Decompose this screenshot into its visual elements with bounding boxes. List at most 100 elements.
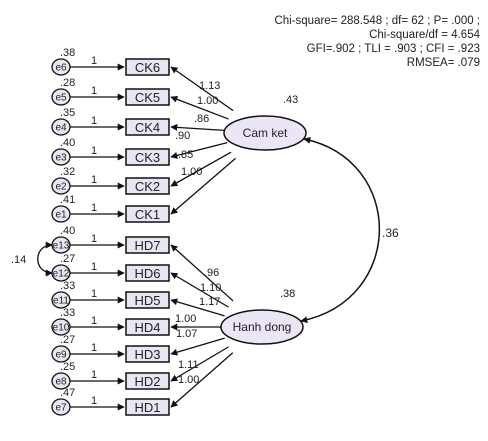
loading-path-ck6: [170, 66, 234, 112]
indicator-box-ck4: [125, 118, 170, 136]
indicator-box-ck6: [125, 58, 170, 76]
error-variance-e12: .27: [60, 253, 75, 265]
error-variance-e5: .28: [60, 77, 75, 89]
error-node-e12: [51, 264, 71, 282]
error-node-e4: [51, 118, 71, 136]
latent-node-hanhdong: [220, 309, 304, 345]
loading-value-ck4: .86: [194, 113, 209, 125]
indicator-box-ck2: [125, 177, 170, 195]
fit-line-chi-df: Chi-square/df = 4.654: [369, 29, 480, 41]
error-variance-e1: .41: [60, 194, 75, 206]
error-node-e11: [51, 291, 71, 309]
error-label-e4: e4: [55, 123, 67, 134]
error-node-e6: [51, 58, 71, 76]
fit-statistics: Chi-square= 288.548 ; df= 62 ; P= .000 ;…: [250, 14, 480, 70]
error-label-e12: e12: [53, 269, 70, 280]
error-variance-e3: .40: [60, 137, 75, 149]
fixed-weight-ck1: 1: [91, 202, 97, 214]
error-label-e3: e3: [55, 153, 67, 164]
fixed-weight-ck5: 1: [91, 85, 97, 97]
fixed-weight-hd5: 1: [91, 288, 97, 300]
loading-value-hd4: 1.00: [175, 313, 196, 325]
loading-value-ck5: 1.00: [197, 95, 218, 107]
indicator-label-hd5: HD5: [134, 293, 160, 308]
error-variance-e4: .35: [60, 107, 75, 119]
fixed-weight-hd6: 1: [91, 261, 97, 273]
loading-path-hd1: [170, 352, 234, 408]
loading-value-ck1: 1.00: [181, 166, 202, 178]
indicator-label-hd3: HD3: [134, 347, 160, 362]
loading-path-hd6: [170, 272, 229, 308]
loading-path-ck3: [170, 142, 228, 159]
loading-value-ck3: .90: [175, 130, 190, 142]
error-variance-e8: .25: [60, 361, 75, 373]
error-node-e10: [51, 318, 71, 336]
error-label-e2: e2: [55, 182, 67, 193]
indicator-label-hd7: HD7: [134, 238, 160, 253]
loading-path-hd5: [170, 298, 225, 317]
latent-variance-camket: .43: [283, 94, 298, 106]
error-label-e13: e13: [53, 241, 70, 252]
error-covariance-value: .14: [11, 254, 26, 266]
indicator-label-ck4: CK4: [135, 120, 160, 135]
loading-path-hd3: [170, 337, 225, 356]
loading-value-hd6: 1.10: [200, 282, 221, 294]
error-variance-e10: .33: [60, 307, 75, 319]
fixed-weight-ck2: 1: [91, 174, 97, 186]
fit-line-gfi-tli-cfi: GFI=.902 ; TLI = .903 ; CFI = .923: [306, 43, 480, 55]
indicator-label-hd4: HD4: [134, 320, 160, 335]
fixed-weight-hd4: 1: [91, 315, 97, 327]
indicator-box-hd6: [125, 264, 170, 282]
error-covariance-path: [37, 241, 53, 277]
loading-value-hd7: .96: [204, 267, 219, 279]
error-variance-e7: .47: [60, 387, 75, 399]
loading-value-hd5: 1.17: [199, 296, 220, 308]
error-label-e11: e11: [53, 296, 69, 307]
error-label-e10: e10: [53, 323, 70, 334]
error-node-e8: [51, 372, 71, 390]
fixed-weight-ck6: 1: [91, 55, 97, 67]
indicator-label-ck1: CK1: [135, 207, 160, 222]
indicator-label-ck5: CK5: [135, 90, 160, 105]
indicator-box-hd7: [125, 236, 170, 254]
error-node-e5: [51, 88, 71, 106]
loading-path-ck4: [170, 123, 227, 132]
loading-value-hd1: 1.00: [178, 374, 199, 386]
latent-label-hanhdong: Hanh dong: [233, 320, 292, 334]
error-node-e2: [51, 177, 71, 195]
error-variance-e2: .32: [60, 166, 75, 178]
loading-path-ck1: [170, 157, 236, 215]
error-variance-e6: .38: [60, 47, 75, 59]
error-node-e7: [51, 398, 71, 416]
error-label-e7: e7: [55, 403, 67, 414]
indicator-box-hd1: [125, 398, 170, 416]
error-label-e5: e5: [55, 93, 67, 104]
indicator-box-ck5: [125, 88, 170, 106]
error-label-e9: e9: [55, 350, 67, 361]
latent-variance-hanhdong: .38: [280, 288, 295, 300]
fixed-weight-hd2: 1: [91, 369, 97, 381]
indicator-box-hd2: [125, 372, 170, 390]
latent-covariance-path: [300, 136, 380, 324]
loading-value-hd3: 1.07: [176, 328, 197, 340]
indicator-label-hd2: HD2: [134, 374, 160, 389]
latent-covariance-value: .36: [382, 226, 399, 240]
loading-value-ck2: .85: [178, 149, 193, 161]
loading-path-hd7: [170, 244, 234, 302]
loading-path-ck2: [170, 151, 232, 187]
latent-node-camket: [223, 115, 307, 151]
error-variance-e13: .40: [60, 225, 75, 237]
error-node-e13: [51, 236, 71, 254]
indicator-box-hd4: [125, 318, 170, 336]
indicator-label-hd6: HD6: [134, 266, 160, 281]
loading-path-ck5: [170, 95, 229, 120]
indicator-label-ck3: CK3: [135, 150, 160, 165]
fit-line-rmsea: RMSEA= .079: [406, 57, 480, 69]
fixed-weight-hd1: 1: [91, 395, 97, 407]
fixed-weight-ck3: 1: [91, 145, 97, 157]
indicator-box-ck1: [125, 205, 170, 223]
error-node-e9: [51, 345, 71, 363]
loading-path-hd2: [170, 346, 229, 382]
